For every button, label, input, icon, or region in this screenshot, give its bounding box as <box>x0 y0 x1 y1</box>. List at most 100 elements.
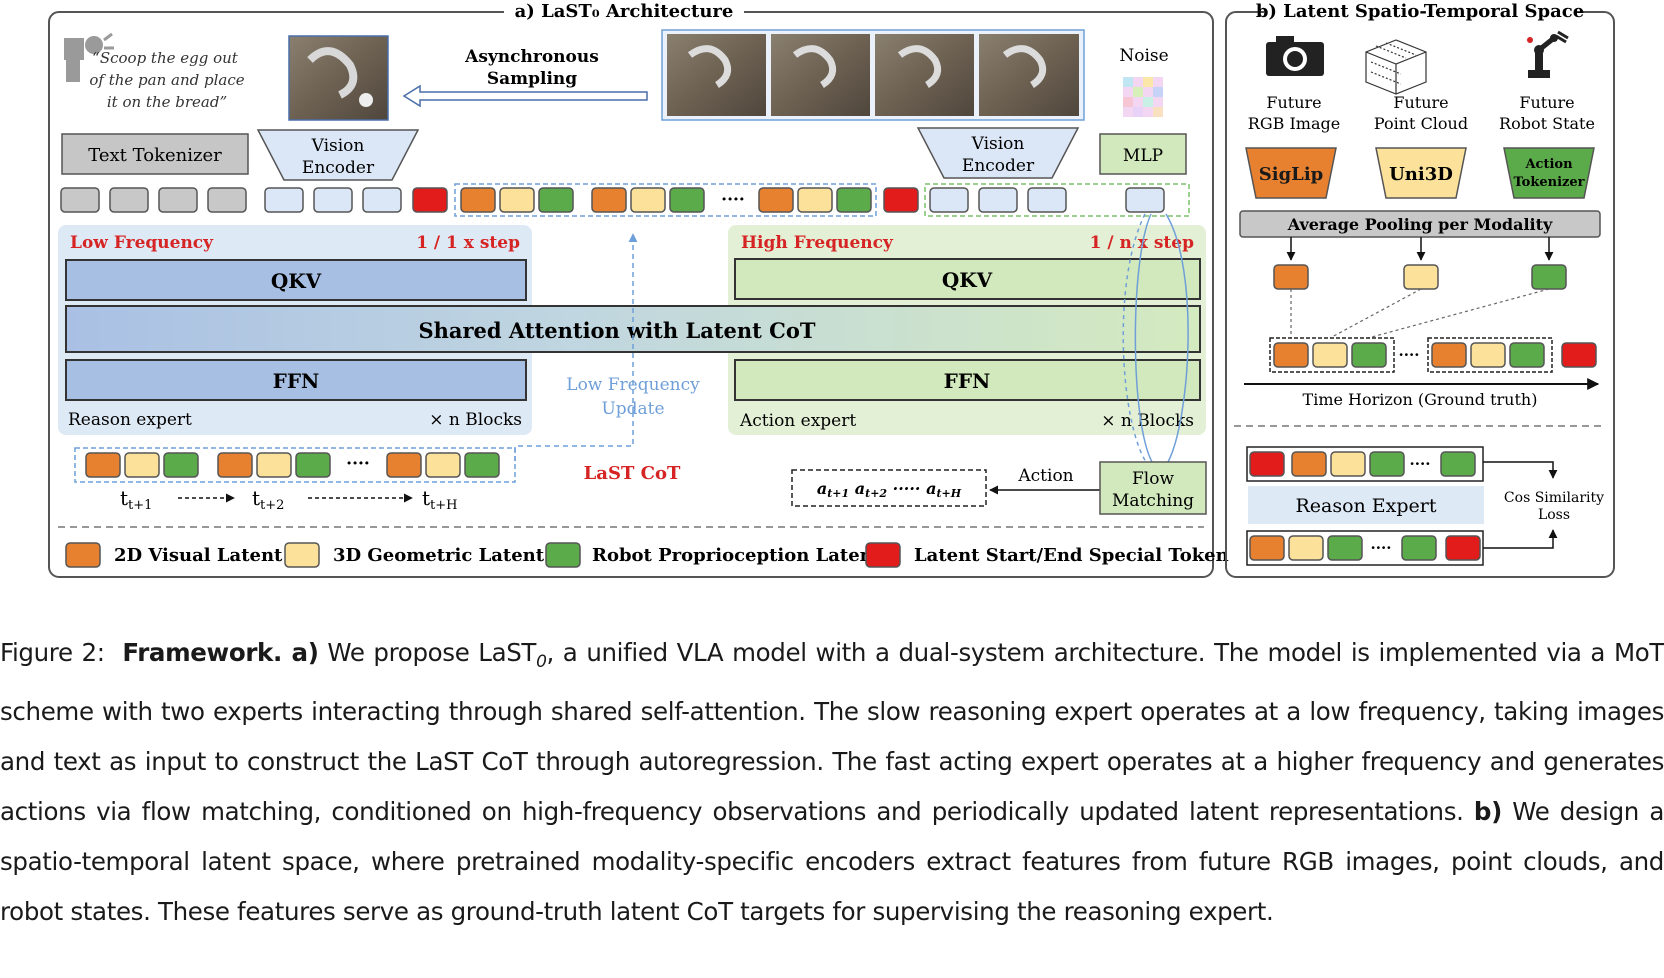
pred-proprio-token <box>1369 451 1405 477</box>
legend-proprio: Robot Proprioception Latent <box>592 545 882 566</box>
time-tH: tt+H <box>422 486 458 513</box>
flow-loop-2 <box>1165 213 1189 463</box>
caption-bold-a: Framework. a) <box>122 638 319 667</box>
visual-latent-token <box>460 187 496 213</box>
geometric-latent-token <box>256 452 292 478</box>
vision-encoder-right <box>916 127 1080 179</box>
last-cot-tokens: ···· <box>85 452 500 478</box>
future-sources: Future RGB Image Future Point Cloud Futu… <box>1248 93 1595 133</box>
horizon-group-2 <box>1427 337 1553 373</box>
action-tokenizer-l1: Action <box>1524 157 1573 172</box>
text-token <box>109 187 149 213</box>
frame-4 <box>979 34 1079 116</box>
noise-image <box>1123 77 1163 117</box>
last-cot-label: LaST CoT <box>584 463 681 484</box>
reason-expert-label: Reason expert <box>68 410 192 430</box>
pred-proprio-token <box>1440 451 1476 477</box>
ffn-left <box>65 359 527 401</box>
source-robot-l1: Future <box>1519 93 1574 112</box>
proprio-latent-token <box>464 452 500 478</box>
source-rgb-l2: RGB Image <box>1248 114 1340 133</box>
ffn-right <box>734 359 1201 401</box>
action-sequence: at+1 at+2 ····· at+H <box>817 479 962 500</box>
async-arrow <box>402 84 648 108</box>
caption-text-a2: , a unified VLA model with a dual-system… <box>0 638 1664 826</box>
action-n-blocks: × n Blocks <box>1101 411 1194 431</box>
vision-token <box>264 187 304 213</box>
time-horizon-label: Time Horizon (Ground truth) <box>1303 390 1538 409</box>
vision-token <box>1027 187 1067 213</box>
text-token <box>60 187 100 213</box>
async-sampling-line1: Asynchronous <box>464 47 599 67</box>
frame-3 <box>875 34 974 116</box>
flow-matching-l2: Matching <box>1112 491 1194 511</box>
speaker-icon <box>64 32 114 82</box>
framework-diagram: a) LaST₀ Architecture “Scoop the egg out… <box>48 0 1615 578</box>
low-freq-update-l2: Update <box>601 399 664 419</box>
high-step-label: 1 / n x step <box>1090 233 1194 253</box>
panel-b-title: b) Latent Spatio-Temporal Space <box>1256 1 1584 22</box>
pooled-visual-token <box>1273 264 1309 290</box>
geometric-latent-token <box>425 452 461 478</box>
flow-loop-1 <box>1134 213 1153 463</box>
visual-latent-token <box>386 452 422 478</box>
mlp-label: MLP <box>1123 146 1163 166</box>
high-frequency-label: High Frequency <box>741 233 894 253</box>
svg-text:it on the bread”: it on the bread” <box>107 93 227 111</box>
visual-latent-token <box>85 452 121 478</box>
token-ellipsis: ···· <box>721 190 745 210</box>
geometric-latent-token <box>124 452 160 478</box>
avg-pooling-label: Average Pooling per Modality <box>1287 215 1553 234</box>
pool-link-3 <box>1367 288 1550 339</box>
horizon-visual-token <box>1431 342 1467 368</box>
qkv-right-label: QKV <box>942 268 993 292</box>
visual-latent-token <box>217 452 253 478</box>
low-step-label: 1 / 1 x step <box>416 233 520 253</box>
noise-token <box>1125 187 1165 213</box>
egg-mark <box>359 93 373 107</box>
panel-a-title: a) LaST₀ Architecture <box>515 1 734 22</box>
gt-ellipsis: ···· <box>1371 539 1392 557</box>
update-line <box>514 412 634 462</box>
noise-label: Noise <box>1119 46 1168 66</box>
pooled-proprio-token <box>1531 264 1567 290</box>
avg-pooling-bar <box>1239 210 1601 238</box>
pred-visual-token <box>1291 451 1327 477</box>
reason-expert-box <box>1248 486 1484 524</box>
action-label: Action <box>1017 466 1073 486</box>
caption-text-a1: We propose LaST <box>318 638 537 667</box>
panel-b: b) Latent Spatio-Temporal Space Future <box>1225 0 1615 578</box>
last-cot-frame <box>74 447 516 483</box>
low-frequency-label: Low Frequency <box>70 233 214 253</box>
caption-subscript: 0 <box>536 651 547 672</box>
legend-swatch-proprio <box>545 542 581 568</box>
vision-encoder-right-l2: Encoder <box>962 156 1035 176</box>
gt-end-token <box>1445 535 1481 561</box>
vision-token <box>929 187 969 213</box>
end-token <box>883 187 919 213</box>
gt-visual-token <box>1249 535 1285 561</box>
frame-1 <box>667 34 766 116</box>
panel-a: a) LaST₀ Architecture “Scoop the egg out… <box>48 0 1229 578</box>
flow-matching-l1: Flow <box>1132 469 1174 489</box>
vision-encoder-left-l1: Vision <box>311 136 365 156</box>
time-t2: tt+2 <box>252 486 284 513</box>
pooled-geometric-token <box>1403 264 1439 290</box>
action-input-frame <box>924 183 1190 217</box>
proprio-latent-token <box>163 452 199 478</box>
pred-token-frame <box>1246 446 1484 482</box>
proprio-latent-token <box>538 187 574 213</box>
gt-proprio-token <box>1401 535 1437 561</box>
visual-latent-token <box>591 187 627 213</box>
horizon-proprio-token <box>1509 342 1545 368</box>
cot-ellipsis: ···· <box>346 454 370 474</box>
svg-text:of the pan and place: of the pan and place <box>89 71 244 89</box>
qkv-left <box>65 259 527 301</box>
proprio-latent-token <box>295 452 331 478</box>
horizon-ellipsis: ···· <box>1399 346 1420 364</box>
cos-loss-l2: Loss <box>1538 507 1570 523</box>
horizon-visual-token <box>1273 342 1309 368</box>
geometric-latent-token <box>499 187 535 213</box>
point-cloud-icon <box>1365 39 1427 95</box>
source-pc-l2: Point Cloud <box>1374 114 1468 133</box>
